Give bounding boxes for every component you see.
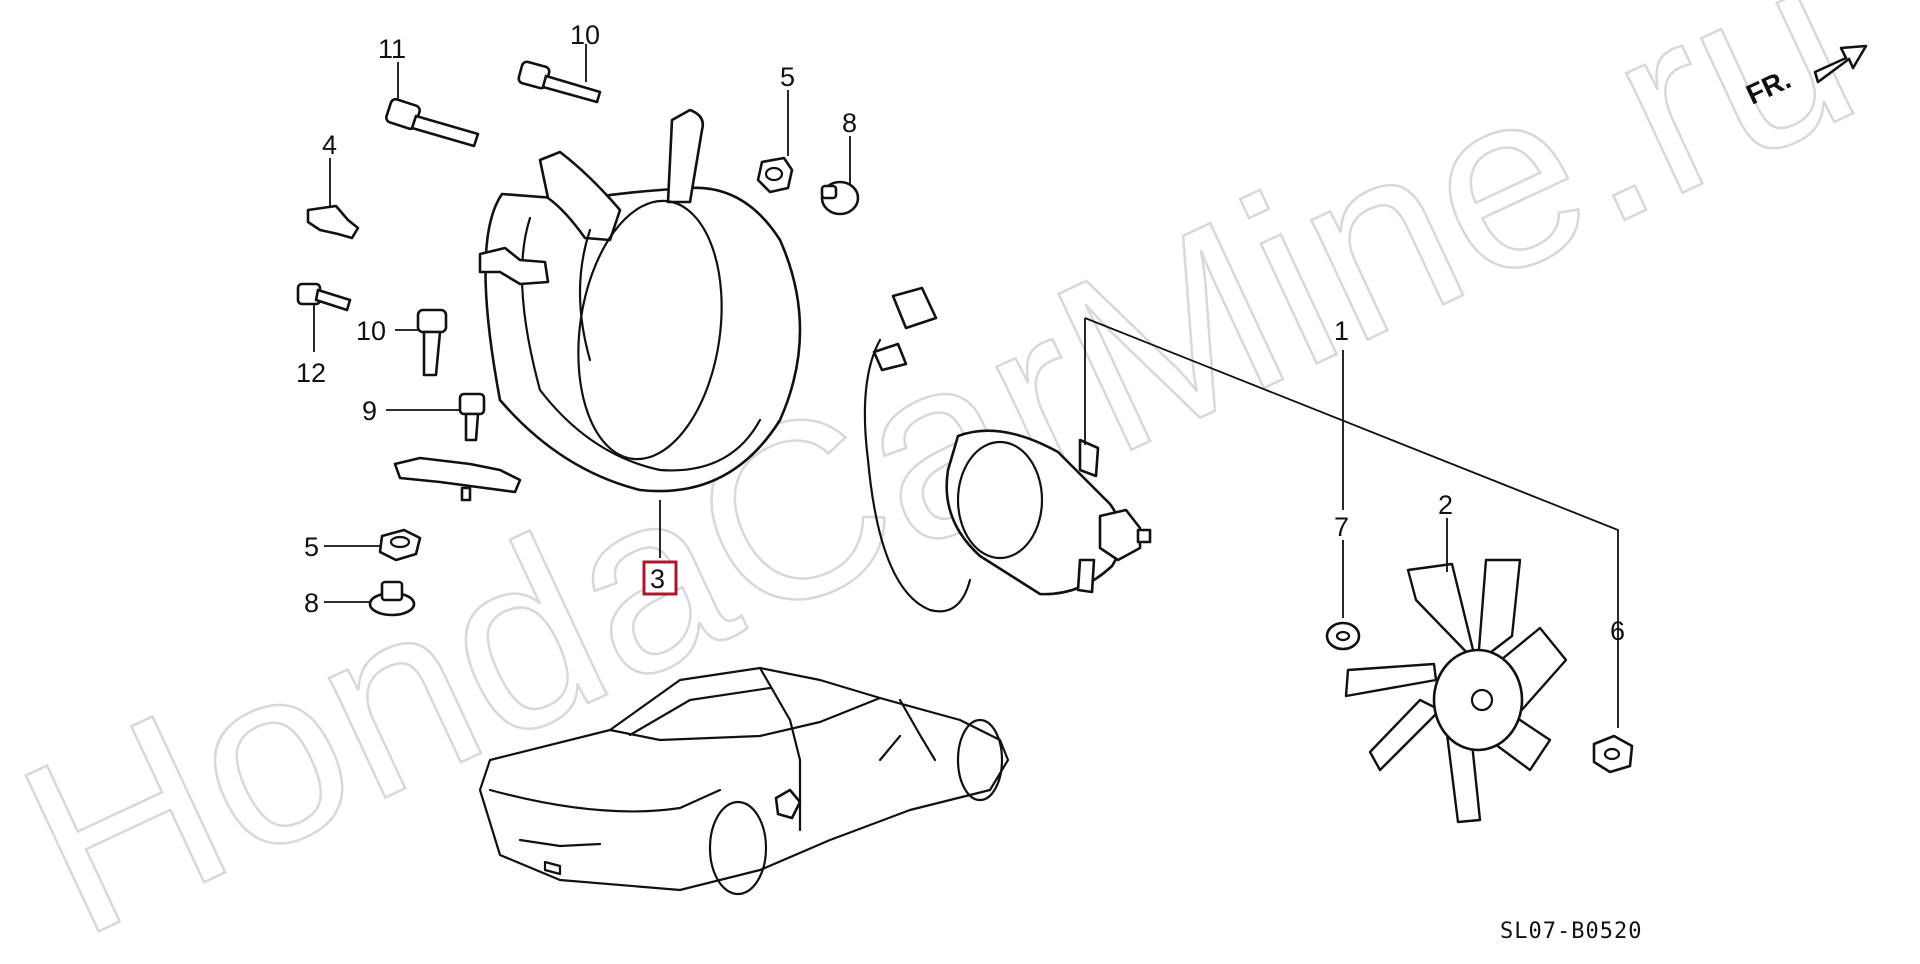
highlighted-callout-box (642, 560, 678, 596)
nut-6-part (1592, 734, 1634, 774)
bolt-11-part (385, 97, 480, 148)
callout-8-top: 8 (842, 108, 857, 138)
callout-5-bottom: 5 (304, 532, 319, 562)
fan-shroud (393, 108, 802, 502)
callout-10-top: 10 (570, 20, 600, 50)
diagram-code: SL07-B0520 (1500, 919, 1642, 944)
callout-6: 6 (1610, 616, 1625, 646)
nut-5-bottom-part (378, 528, 422, 562)
bolt-10-top-part (517, 60, 602, 104)
fan-motor-part (863, 286, 1152, 613)
callout-1: 1 (1334, 316, 1349, 346)
nut-5-top-part (756, 156, 794, 194)
callout-9: 9 (362, 396, 377, 426)
callout-5-top: 5 (780, 62, 795, 92)
leader-frame-1-6 (1084, 317, 1619, 728)
callout-3: 3 (650, 564, 665, 594)
bolt-10-left-part (416, 308, 448, 377)
callout-11: 11 (378, 34, 406, 64)
callout-8-bottom: 8 (304, 588, 319, 618)
front-arrow-icon (1813, 44, 1868, 84)
bolt-12-part (296, 282, 352, 312)
callout-2: 2 (1438, 490, 1453, 520)
clip-4-part (306, 204, 360, 240)
fan-blade-part (1344, 558, 1568, 824)
washer-7-part (1325, 621, 1361, 651)
callout-12: 12 (296, 358, 326, 388)
car-outline-illustration (478, 666, 1010, 896)
bolt-9-part (458, 392, 486, 442)
callout-7: 7 (1334, 512, 1349, 542)
callout-4: 4 (322, 130, 337, 160)
washer-8-bottom-part (368, 580, 416, 617)
callout-10-left: 10 (356, 316, 386, 346)
washer-8-top-part (820, 180, 860, 216)
